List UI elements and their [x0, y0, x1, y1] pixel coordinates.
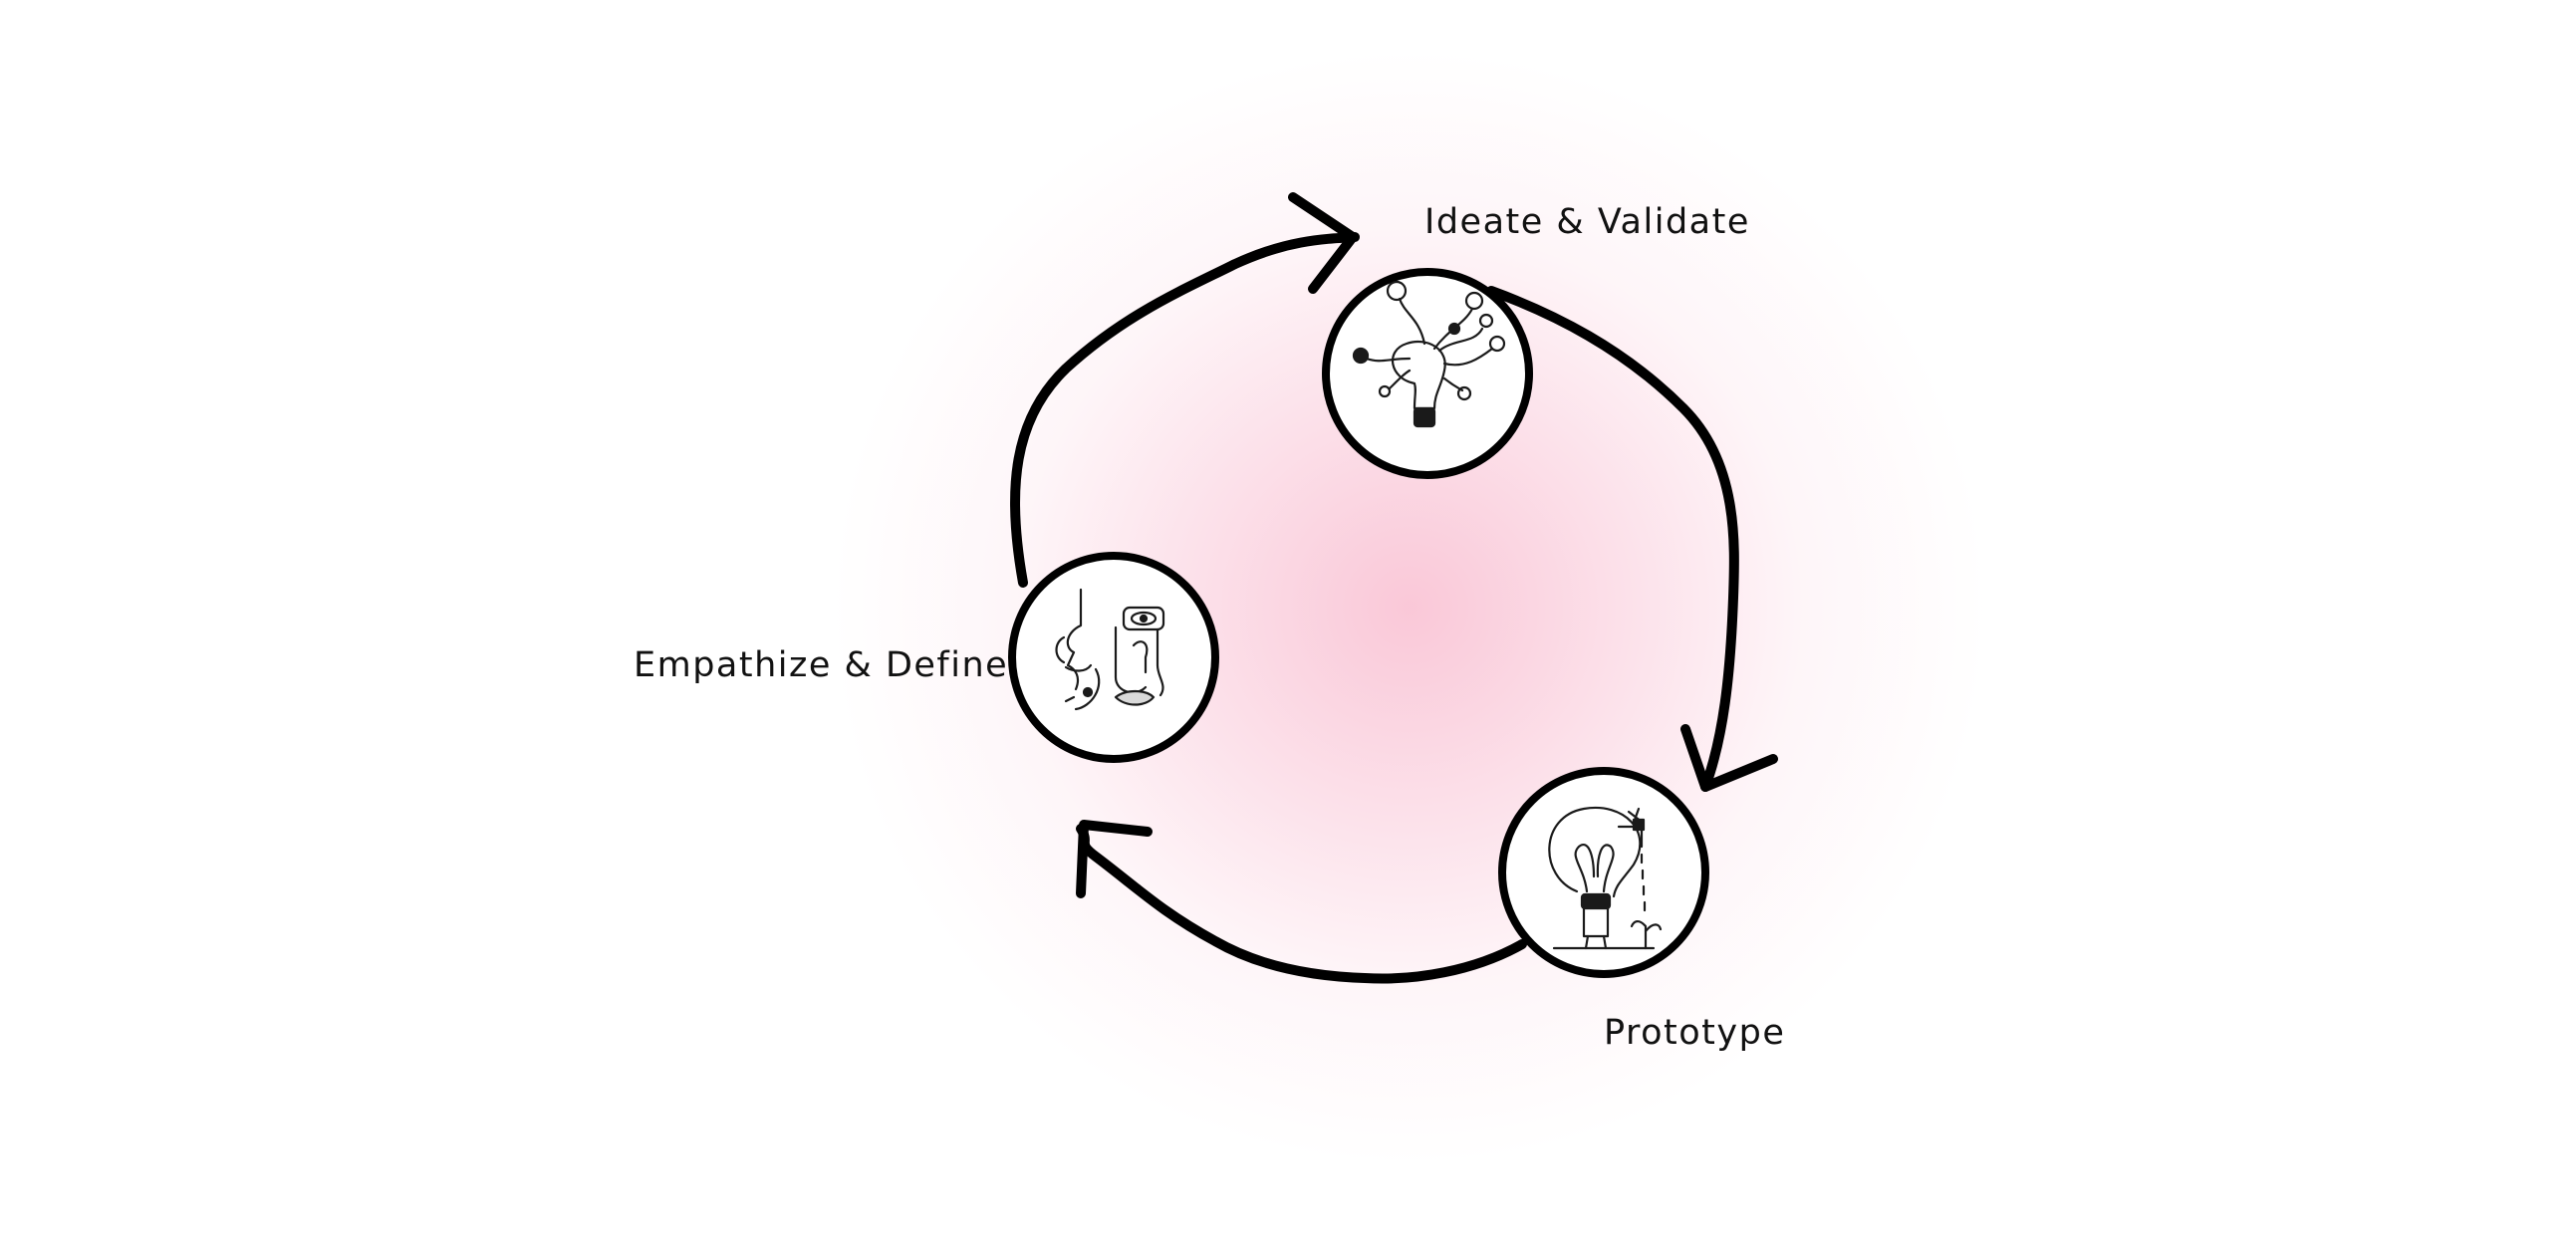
lightbulb-watering-icon [1548, 806, 1663, 950]
arrowhead-prototype [1680, 724, 1778, 792]
arrowhead-ideate [1288, 192, 1358, 294]
arrow-empathize-to-ideate [1009, 232, 1360, 588]
arrowhead-empathize [1076, 820, 1153, 898]
stage-label-empathize: Empathize & Define [634, 645, 1009, 685]
lightbulb-ideas-icon [1352, 280, 1506, 428]
stage-label-ideate: Ideate & Validate [1424, 202, 1750, 242]
stage-circle-prototype [1498, 767, 1709, 978]
stage-circle-empathize [1008, 552, 1219, 763]
arrow-prototype-to-empathize [1076, 824, 1527, 984]
stage-circle-ideate [1322, 268, 1533, 479]
arrow-ideate-to-prototype [1486, 286, 1739, 792]
stage-label-prototype: Prototype [1604, 1013, 1786, 1053]
faces-senses-icon [1055, 588, 1165, 711]
